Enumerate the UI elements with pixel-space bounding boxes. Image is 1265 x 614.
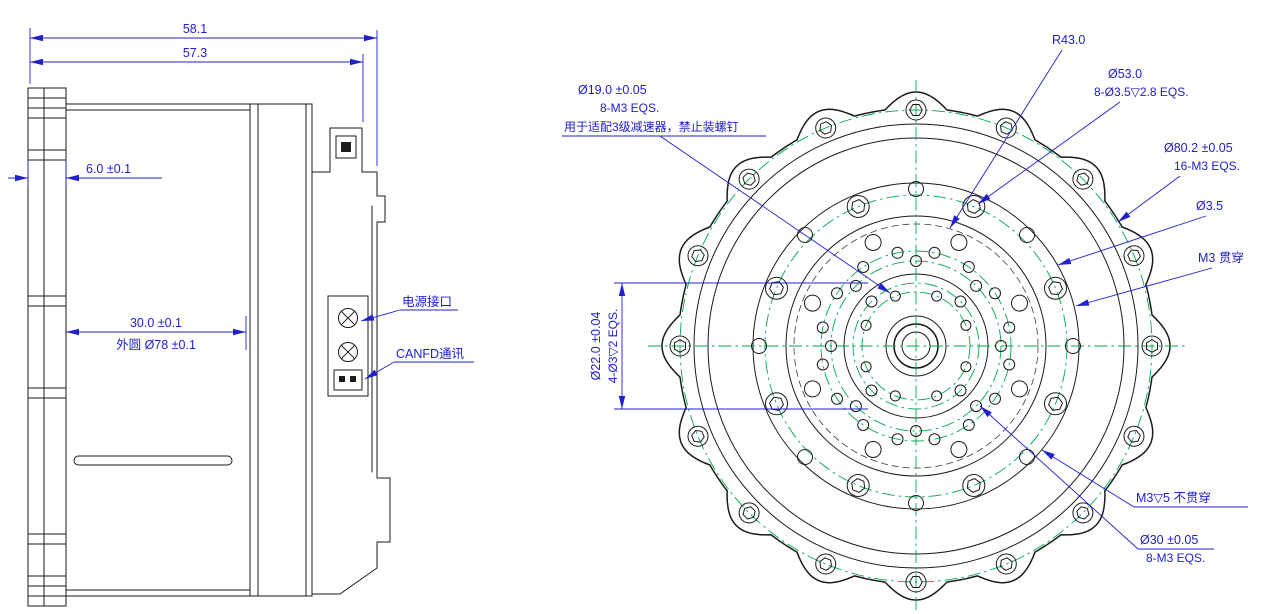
dim-flange-thickness-text: 6.0 ±0.1 bbox=[86, 162, 131, 176]
dim-d53-sub-text: 8-Ø3.5▽2.8 EQS. bbox=[1094, 85, 1189, 99]
dim-d53: Ø53.0 8-Ø3.5▽2.8 EQS. bbox=[977, 67, 1189, 205]
dim-motor-length: 30.0 ±0.1 外圆 Ø78 ±0.1 bbox=[66, 316, 247, 352]
dim-body-width-text: 57.3 bbox=[183, 46, 207, 60]
front-view-geometry bbox=[648, 80, 1186, 612]
note-m3-through-text: M3 贯穿 bbox=[1198, 250, 1244, 265]
dim-d53-text: Ø53.0 bbox=[1108, 67, 1142, 81]
dim-d22: Ø22.0 ±0.04 4-Ø3▽2 EQS. bbox=[589, 282, 868, 410]
dim-total-width: 58.1 bbox=[29, 22, 378, 166]
dim-body-width: 57.3 bbox=[30, 46, 364, 122]
dim-d19-text: Ø19.0 ±0.05 bbox=[578, 83, 647, 97]
dim-r43-text: R43.0 bbox=[1052, 33, 1085, 47]
note-m3-blind: M3▽5 不贯穿 bbox=[1041, 449, 1248, 508]
dim-r43: R43.0 bbox=[949, 33, 1085, 229]
note-reducer-text: 用于适配3级减速器，禁止装螺钉 bbox=[564, 120, 739, 134]
note-m3-blind-text: M3▽5 不贯穿 bbox=[1136, 490, 1211, 505]
dim-d19-sub-text: 8-M3 EQS. bbox=[600, 101, 659, 115]
front-view-annotations: R43.0 Ø53.0 8-Ø3.5▽2.8 EQS. Ø19.0 ±0.05 … bbox=[562, 33, 1248, 565]
dim-flange-thickness: 6.0 ±0.1 bbox=[8, 158, 162, 188]
power-port-label: 电源接口 bbox=[402, 294, 452, 309]
dim-d30-sub-text: 8-M3 EQS. bbox=[1146, 551, 1205, 565]
canfd-label: CANFD通讯 bbox=[396, 347, 465, 361]
dim-motor-length-text: 30.0 ±0.1 bbox=[130, 316, 182, 330]
dim-total-width-text: 58.1 bbox=[183, 22, 207, 36]
power-pin-icon bbox=[338, 308, 358, 328]
dim-d19: Ø19.0 ±0.05 8-M3 EQS. 用于适配3级减速器，禁止装螺钉 bbox=[562, 83, 891, 294]
connector-block bbox=[327, 295, 369, 397]
top-connector-housing bbox=[335, 135, 357, 159]
dim-d80-sub-text: 16-M3 EQS. bbox=[1174, 159, 1240, 173]
dim-d22-sub-text: 4-Ø3▽2 EQS. bbox=[606, 309, 620, 384]
canfd-connector bbox=[333, 369, 363, 391]
flange-section bbox=[27, 87, 67, 607]
label-canfd: CANFD通讯 bbox=[364, 347, 474, 380]
body-slot bbox=[73, 455, 233, 466]
dim-d80: Ø80.2 ±0.05 16-M3 EQS. bbox=[1117, 141, 1240, 223]
note-m3-through: M3 贯穿 bbox=[1075, 250, 1244, 307]
dim-d30: Ø30 ±0.05 8-M3 EQS. bbox=[979, 405, 1214, 565]
label-power-port: 电源接口 bbox=[360, 294, 458, 322]
dim-d35: Ø3.5 bbox=[1057, 199, 1223, 266]
power-pin-icon bbox=[338, 342, 358, 362]
dim-d80-text: Ø80.2 ±0.05 bbox=[1164, 141, 1233, 155]
side-view-geometry bbox=[27, 87, 391, 607]
dim-d30-text: Ø30 ±0.05 bbox=[1140, 533, 1198, 547]
dim-d35-text: Ø3.5 bbox=[1196, 199, 1223, 213]
dim-d22-text: Ø22.0 ±0.04 bbox=[589, 312, 603, 381]
dim-outer-dia-text: 外圆 Ø78 ±0.1 bbox=[116, 338, 196, 352]
